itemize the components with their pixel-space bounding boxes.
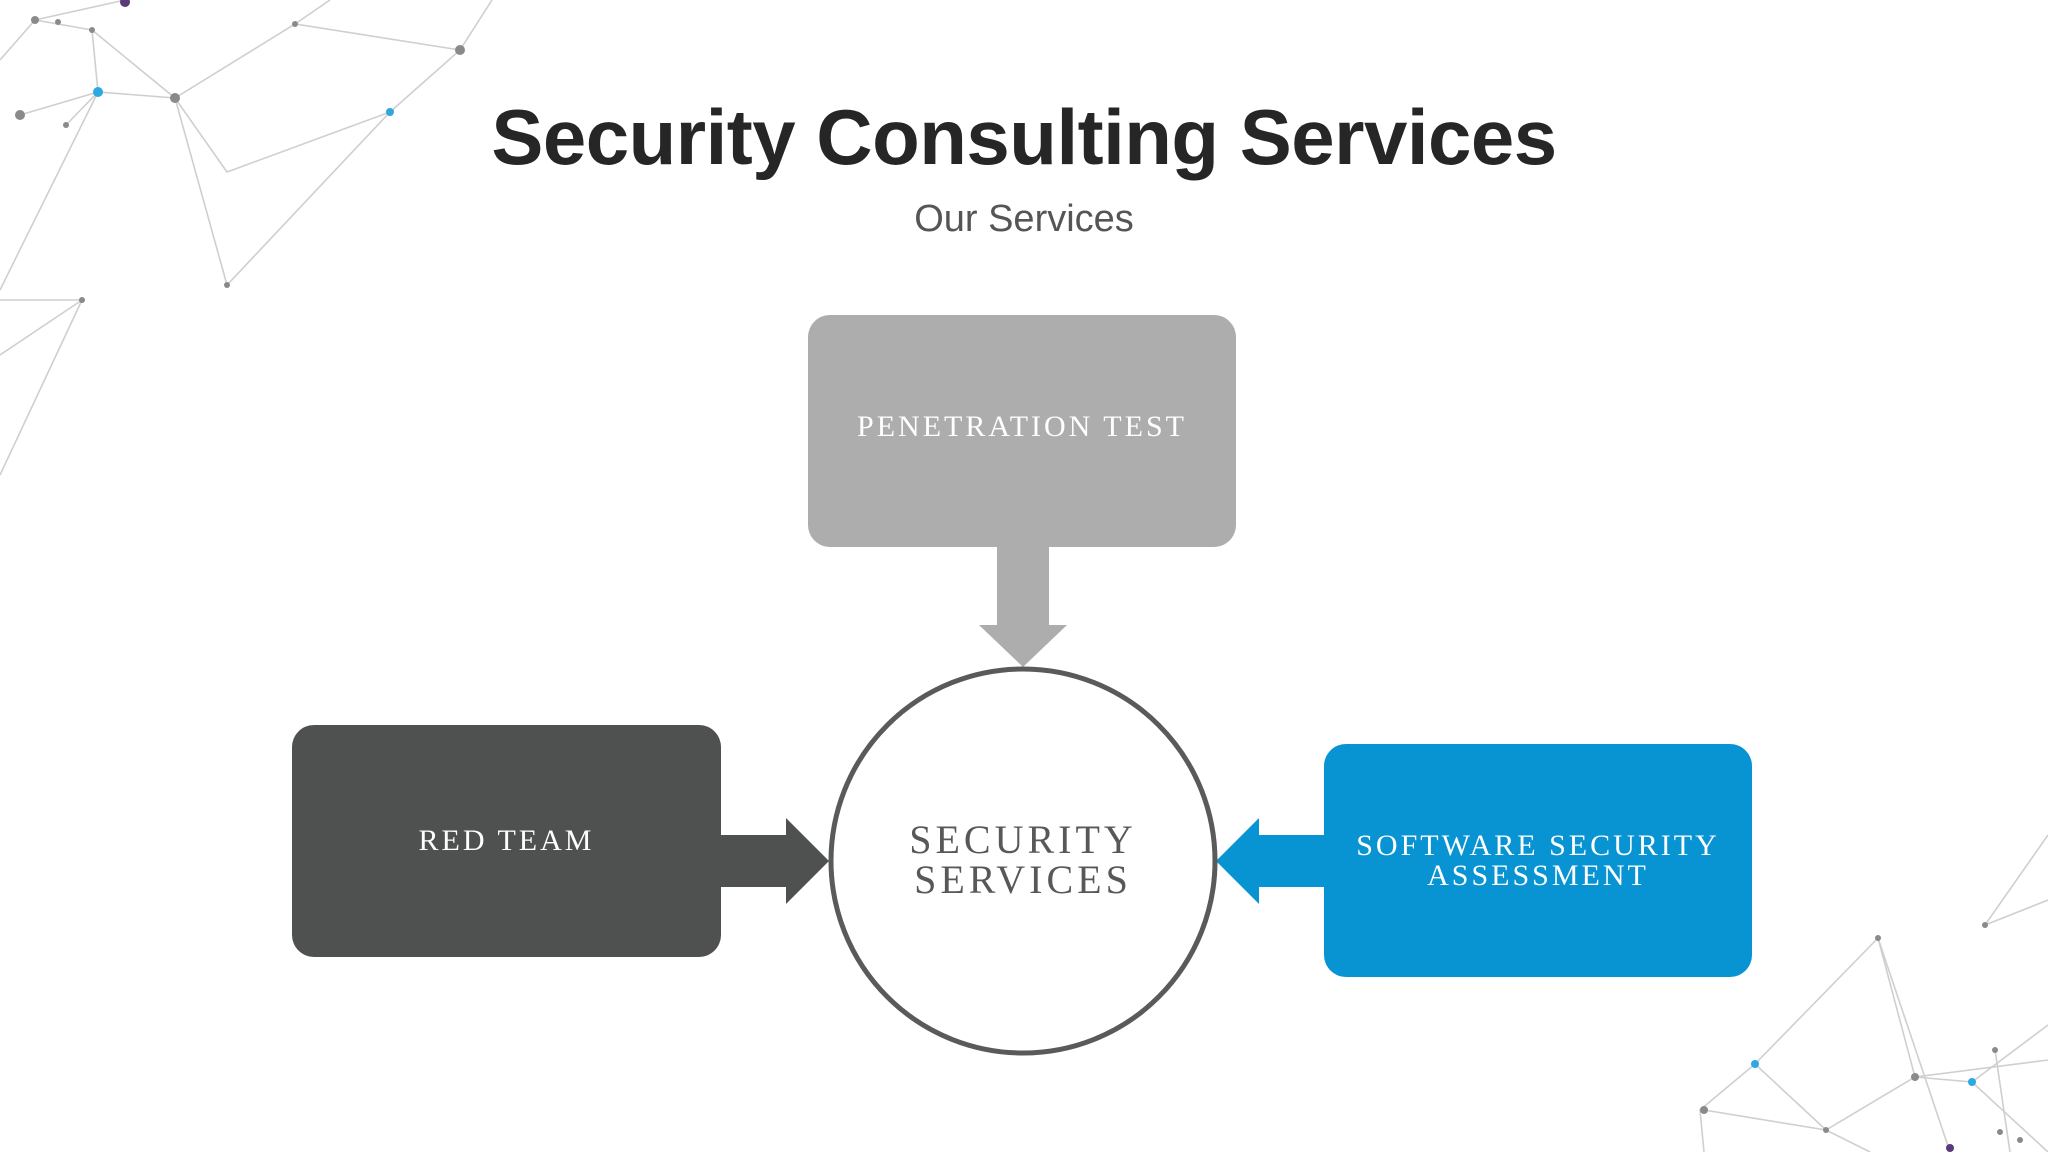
network-dots-bottom-right	[1700, 922, 2023, 1152]
page-subtitle: Our Services	[914, 198, 1134, 240]
penetration-test-box: PENETRATION TEST	[808, 315, 1236, 547]
software-security-assessment-label: SOFTWARE SECURITY ASSESSMENT	[1356, 828, 1720, 892]
arrow-left	[1216, 818, 1324, 904]
arrow-right	[721, 818, 829, 904]
center-label: SECURITY SERVICES	[909, 817, 1137, 902]
arrow-down	[979, 547, 1067, 667]
penetration-test-label: PENETRATION TEST	[857, 410, 1187, 443]
center-circle	[828, 666, 1218, 1056]
red-team-label: RED TEAM	[418, 824, 595, 857]
red-team-box: RED TEAM	[292, 725, 721, 957]
page-title: Security Consulting Services	[491, 93, 1557, 181]
software-security-assessment-box: SOFTWARE SECURITY ASSESSMENT	[1324, 744, 1752, 977]
network-dots-top-left	[15, 0, 465, 303]
